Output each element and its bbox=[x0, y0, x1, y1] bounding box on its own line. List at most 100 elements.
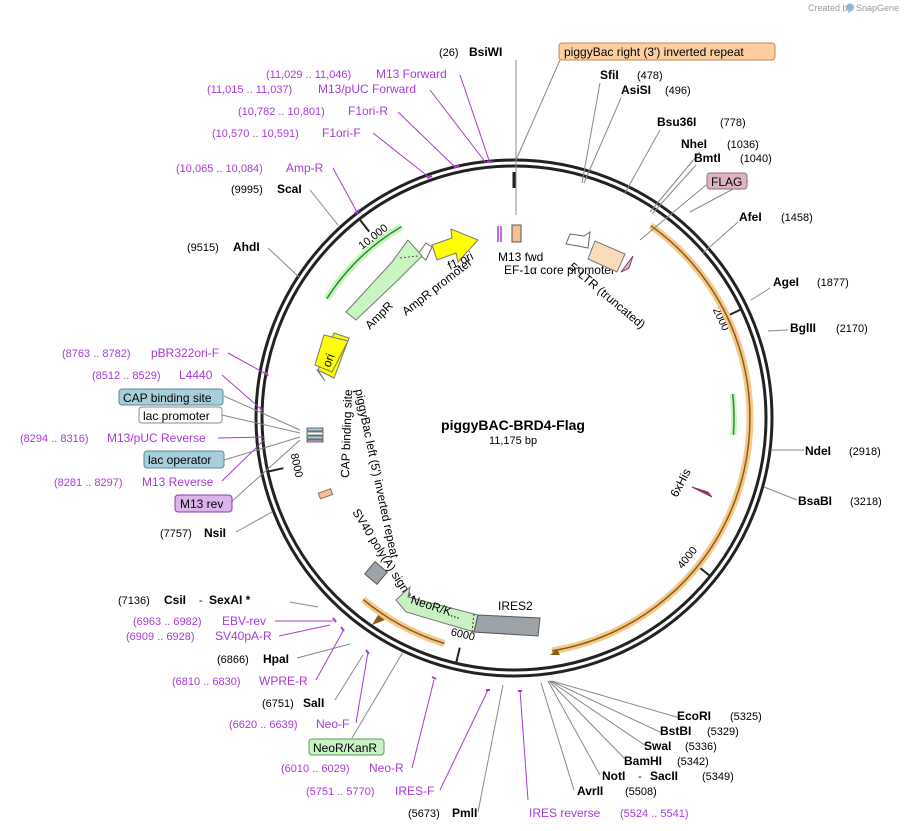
primer-name-ebv-rev: EBV-rev bbox=[222, 614, 266, 628]
site-pos-swai: (5336) bbox=[685, 741, 717, 753]
site-name-avrii: AvrII bbox=[577, 784, 603, 798]
plasmid-name: piggyBAC-BRD4-Flag bbox=[441, 417, 585, 433]
primer-name-m13-forward: M13 Forward bbox=[376, 67, 447, 81]
primer-pos-ires-reverse: (5524 .. 5541) bbox=[620, 808, 689, 820]
site-pos-scai: (9995) bbox=[231, 184, 263, 196]
cap-binding-site-box bbox=[118, 388, 224, 406]
piggybac-right-box bbox=[558, 42, 776, 61]
primer-pos-m13-reverse: (8281 .. 8297) bbox=[54, 477, 123, 489]
site-pos-nhei: (1036) bbox=[727, 139, 759, 151]
site-name-agei: AgeI bbox=[773, 275, 799, 289]
m13-rev-feature[interactable] bbox=[306, 439, 324, 443]
site-name-ndei: NdeI bbox=[805, 444, 831, 458]
tick-mark-8000 bbox=[267, 467, 284, 473]
piggybac-left-feature[interactable] bbox=[317, 488, 334, 500]
primer-pos-m13-puc-forward: (11,015 .. 11,037) bbox=[207, 84, 292, 96]
lac-promoter-box-label: lac promoter bbox=[143, 409, 210, 423]
site-pos-ecori: (5325) bbox=[730, 711, 762, 723]
primer-pos-pbr322ori-f: (8763 .. 8782) bbox=[62, 348, 131, 360]
lac-operator-feature[interactable] bbox=[306, 435, 324, 440]
site-name-nsii: NsiI bbox=[204, 526, 226, 540]
primer-name-m13-puc-reverse: M13/pUC Reverse bbox=[107, 431, 206, 445]
site-callout-lines bbox=[235, 59, 804, 813]
ampr-outer-arc-core bbox=[326, 225, 402, 300]
site-name-swai: SwaI bbox=[644, 739, 671, 753]
site-name-sfii: SfiI bbox=[600, 68, 619, 82]
primer-pos-f1ori-f: (10,570 .. 10,591) bbox=[212, 128, 299, 140]
primer-pos-neo-r: (6010 .. 6029) bbox=[281, 763, 350, 775]
ltr-feature[interactable] bbox=[587, 240, 626, 273]
f1-ori-feature[interactable] bbox=[431, 228, 479, 264]
ampr-feature[interactable] bbox=[345, 239, 423, 321]
site-pos-sali: (6751) bbox=[262, 698, 294, 710]
site-sep-noti: - bbox=[638, 771, 642, 783]
sv40-polya-feature[interactable] bbox=[364, 561, 388, 585]
site-name-sexai: SexAI * bbox=[209, 593, 251, 607]
flag-box bbox=[706, 172, 748, 190]
lac-promoter-feature[interactable] bbox=[306, 431, 324, 436]
site-pos-ahdi: (9515) bbox=[187, 242, 219, 254]
plasmid-size: 11,175 bp bbox=[489, 435, 537, 447]
lac-operator-box-label: lac operator bbox=[148, 453, 211, 467]
piggybac-right-label: piggyBac right (3') inverted repeat bbox=[564, 45, 744, 59]
site-name-bmti: BmtI bbox=[694, 151, 721, 165]
site-name-bsabi: BsaBI bbox=[798, 494, 832, 508]
site-pos-asisi: (496) bbox=[665, 85, 691, 97]
primer-pos-wpre-r: (6810 .. 6830) bbox=[172, 676, 241, 688]
neor-kanr-box-label: NeoR/KanR bbox=[313, 741, 377, 755]
site-name-noti: NotI bbox=[602, 769, 625, 783]
ampr-dash bbox=[399, 255, 419, 259]
m13-fwd-feature[interactable] bbox=[511, 224, 522, 243]
primer-pos-m13-forward: (11,029 .. 11,046) bbox=[266, 69, 351, 81]
ef1a-arrow[interactable] bbox=[565, 230, 591, 249]
cap-binding-site-label: CAP binding site bbox=[338, 389, 355, 478]
credit-prefix: Created by bbox=[808, 3, 853, 13]
brd4-cds-arc[interactable] bbox=[551, 222, 754, 655]
site-name-scai: ScaI bbox=[277, 182, 302, 196]
cap-binding-site-box-label: CAP binding site bbox=[123, 391, 212, 405]
site-pos-bstbi: (5329) bbox=[707, 726, 739, 738]
ires2-label: IRES2 bbox=[498, 599, 533, 613]
cap-site-feature[interactable] bbox=[306, 427, 324, 432]
m13-rev-box-label: M13 rev bbox=[180, 497, 223, 511]
primer-name-ires-reverse: IRES reverse bbox=[529, 806, 601, 820]
site-name-bsu36i: Bsu36I bbox=[657, 115, 696, 129]
site-pos-pmli: (5673) bbox=[408, 808, 440, 820]
sixhis-marker[interactable] bbox=[691, 486, 713, 498]
brd4-cds-arrowhead bbox=[550, 649, 560, 655]
credit-brand: SnapGene bbox=[856, 3, 899, 13]
primer-pos-m13-puc-reverse: (8294 .. 8316) bbox=[20, 433, 89, 445]
site-name-pmli: PmlI bbox=[452, 806, 477, 820]
m13-fwd-label: M13 fwd bbox=[498, 250, 543, 264]
neo-cds-arc-core bbox=[362, 599, 445, 645]
primer-pos-f1ori-r: (10,782 .. 10,801) bbox=[238, 106, 325, 118]
primer-name-wpre-r: WPRE-R bbox=[259, 674, 308, 688]
site-name-asisi: AsiSI bbox=[621, 83, 651, 97]
site-sep-csii: - bbox=[199, 595, 203, 607]
site-name-ahdi: AhdI bbox=[233, 240, 260, 254]
tick-label-8000: 8000 bbox=[288, 452, 305, 478]
primer-name-f1ori-r: F1ori-R bbox=[348, 104, 388, 118]
primer-pos-l4440: (8512 .. 8529) bbox=[92, 370, 161, 382]
ef1a-label: EF-1α core promoter bbox=[504, 263, 615, 277]
backbone-outer-ring bbox=[254, 158, 774, 678]
lac-promoter-box bbox=[138, 406, 223, 424]
ires2-feature[interactable] bbox=[473, 614, 541, 637]
flag-feature[interactable] bbox=[620, 255, 634, 273]
site-pos-csii: (7136) bbox=[118, 595, 150, 607]
ori-body bbox=[314, 334, 349, 373]
site-name-afei: AfeI bbox=[739, 210, 762, 224]
ori-label: ori bbox=[320, 352, 338, 369]
site-name-sacii: SacII bbox=[650, 769, 678, 783]
primer-name-m13-reverse: M13 Reverse bbox=[142, 475, 214, 489]
site-pos-bsabi: (3218) bbox=[850, 496, 882, 508]
site-pos-bglii: (2170) bbox=[836, 323, 868, 335]
neor-kanr-box bbox=[308, 738, 385, 756]
snapgene-logo-icon bbox=[846, 3, 854, 12]
site-name-bamhi: BamHI bbox=[624, 754, 662, 768]
m13-rev-box bbox=[174, 494, 233, 513]
site-name-csii: CsiI bbox=[164, 593, 186, 607]
brd4-cds-arc-core bbox=[551, 225, 751, 652]
site-name-sali: SalI bbox=[303, 696, 324, 710]
